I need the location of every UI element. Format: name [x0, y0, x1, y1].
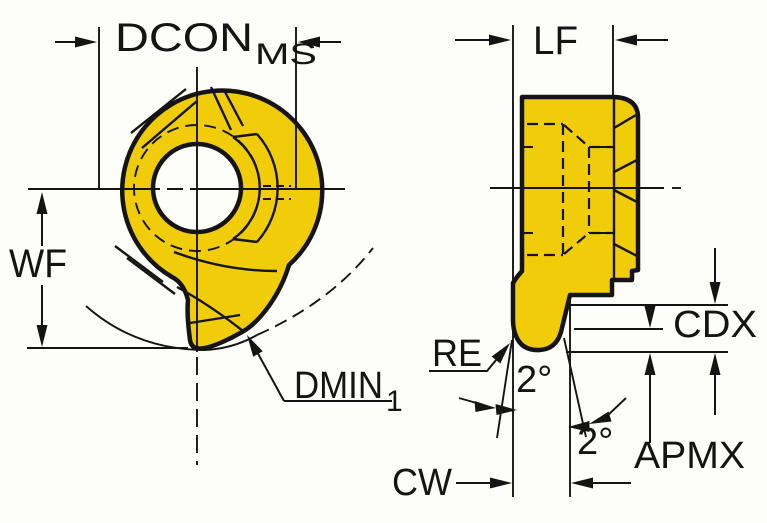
dimension-dmin1: DMIN 1 — [247, 335, 403, 418]
dconms-left-arrow-icon — [75, 36, 97, 48]
side-hidden-hole — [527, 122, 612, 257]
front-view — [28, 67, 374, 465]
side-facet-lines — [522, 99, 638, 280]
angle-side-label: 2° — [577, 421, 613, 463]
clearance-angles: 2° 2° — [458, 298, 627, 497]
apmx-up-arrow-icon — [644, 353, 656, 375]
dmin1-label: DMIN — [294, 365, 383, 407]
wf-up-arrow-icon — [36, 192, 48, 214]
dconms-right-arrow-icon — [298, 36, 320, 48]
cdx-up-arrow-icon — [709, 353, 721, 375]
apmx-down-arrow-icon — [644, 306, 656, 328]
angle-front-label: 2° — [516, 359, 552, 401]
wf-down-arrow-icon — [36, 325, 48, 347]
dimension-wf: WF — [9, 192, 188, 349]
cw-left-arrow-icon — [490, 477, 512, 489]
re-arrow-icon — [491, 343, 510, 364]
insert-side-outline — [510, 94, 641, 353]
cdx-down-arrow-icon — [709, 282, 721, 304]
angle-side-arrow2-icon — [568, 421, 590, 432]
dmin-arc-solid — [85, 305, 258, 351]
cw-right-arrow-icon — [571, 477, 593, 489]
angle-side-arrow1-icon — [589, 411, 612, 424]
cdx-label: CDX — [673, 304, 757, 346]
dimension-cw: CW — [392, 462, 631, 504]
cw-label: CW — [392, 462, 452, 504]
lf-left-arrow-icon — [489, 34, 511, 46]
dimension-re: RE — [429, 333, 510, 375]
dmin-arc-dashed — [256, 247, 374, 336]
lf-label: LF — [533, 19, 578, 63]
dconms-label: DCON — [115, 16, 253, 60]
lf-right-arrow-icon — [615, 34, 637, 46]
apmx-label: APMX — [634, 435, 745, 477]
dimension-cdx-apmx: CDX APMX — [566, 248, 757, 477]
angle-front-arrow2-icon — [495, 404, 517, 415]
dmin1-arrow-icon — [247, 335, 263, 357]
angle-front-arrow1-icon — [474, 401, 496, 412]
dconms-label-subscript: MS — [255, 38, 317, 71]
dimension-lf: LF — [455, 19, 668, 497]
dmin1-label-subscript: 1 — [386, 385, 403, 418]
wf-label: WF — [9, 242, 67, 286]
re-label: RE — [432, 333, 482, 375]
dimension-dconms: DCON MS — [55, 16, 341, 189]
